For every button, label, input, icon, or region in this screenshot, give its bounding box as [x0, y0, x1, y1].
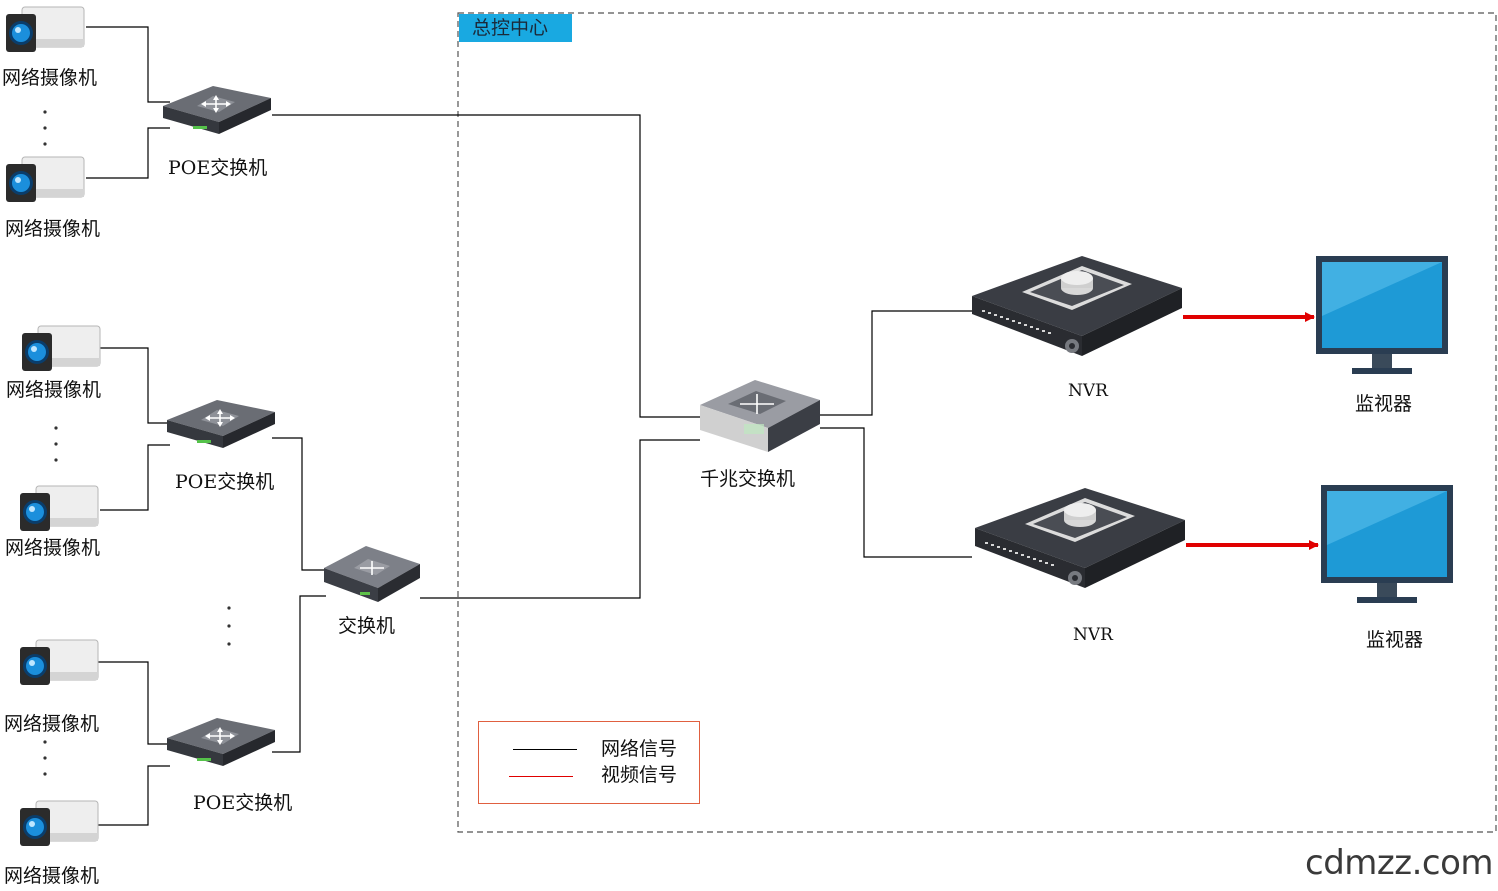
legend: 网络信号 视频信号	[478, 721, 700, 804]
poe-switch-icon	[166, 717, 276, 767]
control-center-boundary	[457, 12, 1497, 833]
legend-video-label: 视频信号	[601, 764, 678, 786]
camera-icon	[19, 800, 99, 847]
gigabit-switch-label: 千兆交换机	[700, 468, 796, 490]
ellipsis-dots	[43, 110, 231, 776]
switch-icon	[323, 545, 421, 603]
monitor-label: 监视器	[1366, 629, 1424, 651]
poe-switch-icon	[162, 85, 272, 135]
camera-label: 网络摄像机	[2, 67, 98, 89]
watermark: cdmzz.com	[1305, 843, 1494, 883]
poe-switch-label: POE交换机	[175, 471, 275, 493]
camera-icon	[19, 485, 99, 532]
camera-icon	[19, 639, 99, 686]
camera-label: 网络摄像机	[4, 713, 100, 735]
poe-switch-label: POE交换机	[168, 157, 268, 179]
control-center-tag: 总控中心	[459, 14, 572, 42]
network-lines	[86, 26, 972, 826]
camera-icon	[5, 156, 85, 203]
legend-network-swatch	[513, 749, 577, 750]
camera-icon	[5, 6, 85, 53]
nvr-label: NVR	[1073, 625, 1113, 645]
nvr-icon	[975, 488, 1185, 588]
gigabit-switch-icon	[700, 380, 820, 452]
camera-icon	[21, 325, 101, 372]
monitor-icon	[1316, 256, 1448, 374]
poe-switch-icon	[166, 399, 276, 449]
monitor-icon	[1321, 485, 1453, 603]
camera-label: 网络摄像机	[6, 379, 102, 401]
nvr-icon	[972, 256, 1182, 356]
poe-switch-label: POE交换机	[193, 792, 293, 814]
switch-label: 交换机	[338, 615, 396, 637]
camera-label: 网络摄像机	[5, 218, 101, 240]
camera-label: 网络摄像机	[4, 865, 100, 887]
camera-label: 网络摄像机	[5, 537, 101, 559]
nvr-label: NVR	[1068, 381, 1108, 401]
legend-network-label: 网络信号	[601, 738, 678, 760]
legend-video-swatch	[509, 776, 573, 777]
monitor-label: 监视器	[1355, 393, 1413, 415]
